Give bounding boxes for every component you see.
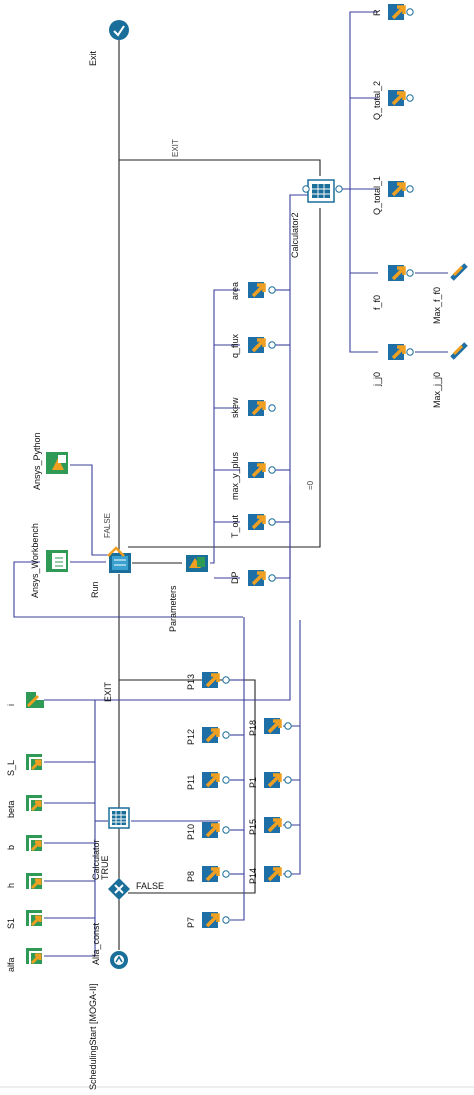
label-alfa: alfa <box>6 957 16 972</box>
input-i[interactable] <box>26 692 44 708</box>
label-exit: EXIT <box>103 681 113 702</box>
label-max-f-f0: Max_f_f0 <box>432 287 442 324</box>
label-skew: skew <box>230 397 240 418</box>
label-p8: P8 <box>186 871 196 882</box>
label-j-j0: j_j0 <box>372 372 382 387</box>
label-q-total-1: Q_total_1 <box>372 176 382 215</box>
scheduling-start-node[interactable] <box>110 951 128 969</box>
input-alfa[interactable] <box>24 946 44 966</box>
alfa-const-condition-node[interactable] <box>108 878 130 900</box>
label-ansys-workbench: Ansys_Workbench <box>30 523 40 598</box>
output-r[interactable] <box>386 2 414 22</box>
input-s1[interactable] <box>24 908 44 928</box>
input-beta[interactable] <box>24 793 44 813</box>
param-p8[interactable] <box>200 864 230 884</box>
calculator2-node[interactable] <box>302 179 343 203</box>
label-area: area <box>230 282 240 300</box>
param-p10[interactable] <box>200 820 230 840</box>
label-max-j-j0: Max_j_j0 <box>432 372 442 408</box>
label-p15: P15 <box>248 819 258 835</box>
label-false-h: FALSE <box>136 881 164 891</box>
param-p13[interactable] <box>200 670 230 690</box>
label-max-y-plus: max_y_plus <box>230 451 240 500</box>
label-p7: P7 <box>186 917 196 928</box>
ansys-python-node[interactable] <box>46 452 68 474</box>
label-dp: DP <box>230 571 240 584</box>
param-p12[interactable] <box>200 725 230 745</box>
label-calculator: Calculator <box>91 839 101 880</box>
label-exit-node: Exit <box>88 50 98 66</box>
output-q-total-2[interactable] <box>386 88 414 108</box>
objective-max-j-j0[interactable] <box>452 344 466 358</box>
exit-node[interactable] <box>109 20 129 40</box>
label-true: TRUE <box>100 856 110 881</box>
label-beta: beta <box>6 800 16 818</box>
label-r: R <box>372 9 382 16</box>
input-b[interactable] <box>24 833 44 853</box>
label-f-f0: f_f0 <box>372 295 382 310</box>
param-p18[interactable] <box>262 716 292 736</box>
label-p11: P11 <box>186 775 196 790</box>
label-p1: P1 <box>248 777 258 788</box>
param-p7[interactable] <box>200 910 230 930</box>
label-q-total-2: Q_total_2 <box>372 81 382 120</box>
label-q-flux: q_flux <box>230 333 240 358</box>
param-p14[interactable] <box>262 864 292 884</box>
label-p18: P18 <box>248 720 258 736</box>
label-s1: S1 <box>6 918 16 929</box>
label-p10: P10 <box>186 824 196 840</box>
label-s-l: S_L <box>6 760 16 776</box>
label-scheduling-start: SchedulingStart [MOGA-II] <box>88 983 98 1090</box>
output-dp[interactable] <box>246 568 276 588</box>
calculator-node[interactable] <box>108 807 130 829</box>
output-q-total-1[interactable] <box>386 179 414 199</box>
label-run: Run <box>90 581 100 598</box>
label-h: h <box>6 883 16 888</box>
ansys-workbench-node[interactable] <box>46 550 68 572</box>
label-p13: P13 <box>186 674 196 690</box>
label-alfa-const: Alfa_const <box>91 922 101 965</box>
output-t-out[interactable] <box>246 512 276 532</box>
label-calculator2: Calculator2 <box>290 212 300 258</box>
label-ansys-python: Ansys_Python <box>32 432 42 490</box>
objective-max-f-f0[interactable] <box>452 265 466 279</box>
label-zero: =0 <box>306 480 315 490</box>
output-j-j0[interactable] <box>386 342 414 362</box>
param-p1[interactable] <box>262 770 292 790</box>
label-t-out: T_out <box>230 514 240 538</box>
input-s-l[interactable] <box>24 752 44 772</box>
output-q-flux[interactable] <box>246 335 276 355</box>
wires <box>13 11 448 957</box>
label-i: i <box>6 704 16 706</box>
label-parameters: Parameters <box>168 585 178 632</box>
output-f-f0[interactable] <box>386 263 414 283</box>
label-p12: P12 <box>186 729 196 745</box>
labels: SchedulingStart [MOGA-II] Alfa_const Cal… <box>6 9 442 1090</box>
label-exit-top: EXIT <box>171 139 180 157</box>
parameters-node[interactable] <box>186 555 208 572</box>
param-p11[interactable] <box>200 770 230 790</box>
run-node[interactable] <box>107 546 131 573</box>
label-run-false: FALSE <box>103 513 112 538</box>
output-max-y-plus[interactable] <box>246 460 276 480</box>
output-skew[interactable] <box>246 398 276 418</box>
label-b: b <box>6 845 16 850</box>
label-p14: P14 <box>248 868 258 884</box>
param-p15[interactable] <box>262 815 292 835</box>
output-area[interactable] <box>246 280 276 300</box>
input-h[interactable] <box>24 871 44 891</box>
